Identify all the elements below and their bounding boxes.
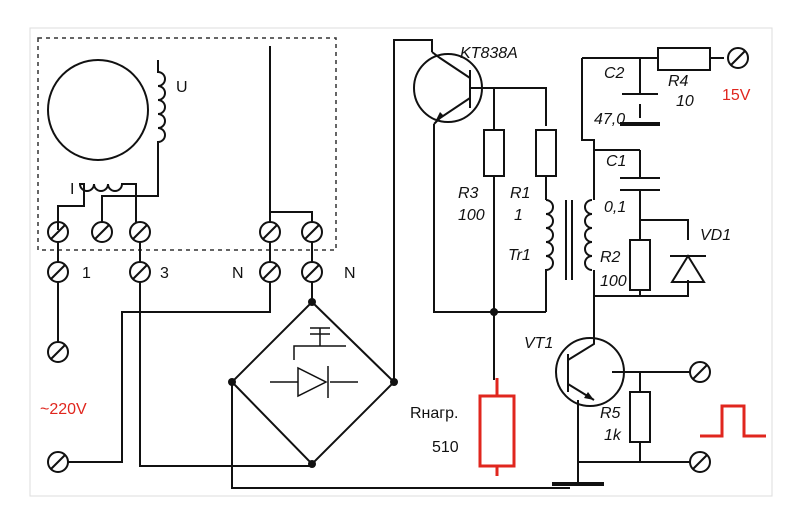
label-r2-value: 100 <box>600 273 627 290</box>
diode-vd1 <box>670 254 706 283</box>
label-i: I <box>70 181 74 198</box>
label-mains-voltage: ~220V <box>40 401 87 418</box>
label-vt1: VT1 <box>524 335 553 352</box>
wire-c1-down <box>639 190 689 240</box>
label-terminal-1: 1 <box>82 265 91 282</box>
label-u: U <box>176 79 188 96</box>
wire-terminal-links <box>57 242 313 262</box>
transistor-vt1 <box>555 337 660 407</box>
label-terminal-3: 3 <box>160 265 169 282</box>
label-rload: Rнагр. <box>410 405 458 422</box>
wire-bridge-to-collector <box>393 39 433 382</box>
wire-r2-bottom <box>639 280 689 297</box>
label-c2: C2 <box>604 65 625 82</box>
label-r3-value: 100 <box>458 207 485 224</box>
wire-terminal3-bridge <box>139 282 312 467</box>
supply-terminal <box>727 47 749 69</box>
resistor-r4 <box>657 47 711 71</box>
label-vd1: VD1 <box>700 227 731 244</box>
label-rload-value: 510 <box>432 439 459 456</box>
label-supply-voltage: 15V <box>722 87 751 104</box>
coil-u <box>101 68 166 222</box>
label-r1-value: 1 <box>514 207 523 224</box>
label-r4: R4 <box>668 73 689 90</box>
label-r3: R3 <box>458 185 479 202</box>
label-tr1: Tr1 <box>508 247 531 264</box>
label-r5: R5 <box>600 405 621 422</box>
label-c1-value: 0,1 <box>604 199 626 216</box>
label-kt838a: KT838A <box>460 45 518 62</box>
terminal <box>91 221 113 243</box>
wire-emitter-down <box>433 124 546 313</box>
wire-bridge-to-ground <box>231 382 570 489</box>
transformer-tr1 <box>545 199 593 312</box>
coil-i <box>57 183 137 230</box>
pulse-waveform-icon <box>700 404 766 438</box>
wire-mains-bottom <box>68 282 271 463</box>
label-terminal-n1: N <box>232 265 244 282</box>
label-terminal-n2: N <box>344 265 356 282</box>
wire-n-bridge <box>269 211 313 222</box>
label-r1: R1 <box>510 185 530 202</box>
diode-bridge <box>228 282 398 468</box>
motor-enclosure <box>37 37 337 251</box>
label-r4-value: 10 <box>676 93 694 110</box>
motor-rotor <box>47 59 149 161</box>
wire-c2-left <box>581 58 595 150</box>
diagram-frame <box>29 27 773 497</box>
label-c2-value: 47,0 <box>594 111 625 128</box>
capacitor-c2 <box>620 93 660 126</box>
label-r2: R2 <box>600 249 621 266</box>
label-r5-value: 1k <box>604 427 622 444</box>
label-c1: C1 <box>606 153 626 170</box>
transistor-kt838a <box>413 51 547 126</box>
